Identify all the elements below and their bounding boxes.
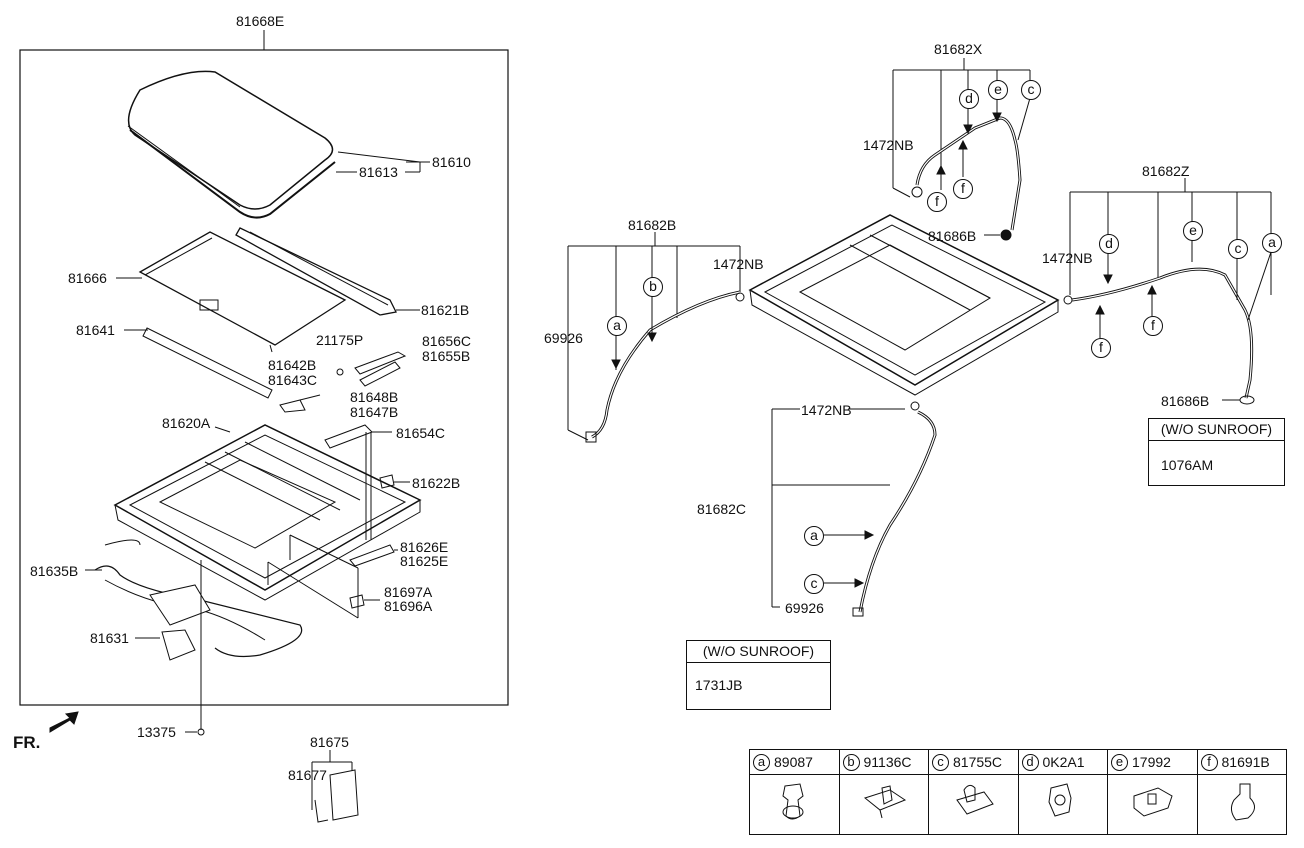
callout-b: b — [643, 277, 663, 297]
label-81631: 81631 — [90, 630, 129, 646]
callout-f: f — [953, 179, 973, 199]
legend-letter: f — [1200, 753, 1218, 771]
trim-strip — [142, 327, 273, 399]
label-81625E: 81625E — [400, 553, 449, 569]
legend-part-number: 91136C — [863, 754, 912, 770]
callout-e: e — [988, 80, 1008, 100]
label-69926-bottom: 69926 — [785, 600, 824, 616]
label-81643C: 81643C — [268, 372, 318, 388]
label-81675: 81675 — [310, 734, 349, 750]
label-81682X: 81682X — [934, 41, 983, 57]
roof-panel — [748, 214, 1060, 396]
sunshade — [138, 231, 347, 353]
label-69926-left: 69926 — [544, 330, 583, 346]
legend-part-number: 17992 — [1132, 754, 1171, 770]
label-1472NB-left: 1472NB — [713, 256, 764, 272]
label-81682B: 81682B — [628, 217, 677, 233]
label-81610: 81610 — [432, 154, 471, 170]
callout-c: c — [804, 574, 824, 594]
label-81668E: 81668E — [236, 13, 285, 29]
callout-f: f — [927, 192, 947, 212]
wo-sunroof-box-left: (W/O SUNROOF) 1731JB — [686, 640, 831, 710]
label-81666: 81666 — [68, 270, 107, 286]
front-direction-label: FR. — [13, 733, 41, 752]
label-81686B-right: 81686B — [1161, 393, 1210, 409]
wo-sunroof-title: (W/O SUNROOF) — [1160, 421, 1273, 437]
callout-d: d — [959, 89, 979, 109]
clip-b-icon — [863, 785, 906, 819]
label-1472NB-mid: 1472NB — [801, 402, 852, 418]
label-81613: 81613 — [359, 164, 398, 180]
label-81635B: 81635B — [30, 563, 79, 579]
callout-a: a — [1262, 233, 1282, 253]
legend-letter: d — [1021, 753, 1039, 771]
label-81621B: 81621B — [421, 302, 470, 318]
clip-a-icon — [782, 783, 804, 820]
legend-part-number: 81691B — [1221, 754, 1270, 770]
wo-sunroof-code: 1731JB — [695, 677, 743, 693]
clip-e-icon — [1133, 787, 1173, 817]
callout-f: f — [1143, 316, 1163, 336]
wo-sunroof-title: (W/O SUNROOF) — [702, 643, 815, 659]
label-81641: 81641 — [76, 322, 115, 338]
label-81647B: 81647B — [350, 404, 399, 420]
label-1472NB-top: 1472NB — [863, 137, 914, 153]
label-81626E: 81626E — [400, 539, 449, 555]
sunroof-frame — [113, 424, 422, 601]
glass-panel — [127, 70, 336, 219]
label-81655B: 81655B — [422, 348, 471, 364]
label-81654C: 81654C — [396, 425, 446, 441]
label-81697A: 81697A — [384, 584, 433, 600]
clip-c-icon — [956, 784, 994, 815]
wo-sunroof-code: 1076AM — [1161, 457, 1214, 473]
callout-a: a — [804, 526, 824, 546]
callout-f: f — [1091, 338, 1111, 358]
legend-part-number: 89087 — [774, 754, 813, 770]
callout-c: c — [1021, 80, 1041, 100]
label-81696A: 81696A — [384, 598, 433, 614]
legend-letter: b — [842, 753, 860, 771]
callout-a: a — [607, 316, 627, 336]
label-81620A: 81620A — [162, 415, 211, 431]
wo-sunroof-box-right: (W/O SUNROOF) 1076AM — [1148, 418, 1285, 486]
legend-letter: e — [1111, 753, 1128, 771]
legend-part-number: 81755C — [953, 754, 1003, 770]
label-81622B: 81622B — [412, 475, 461, 491]
label-13375: 13375 — [137, 724, 176, 740]
clip-f-icon — [1230, 783, 1255, 821]
label-21175P: 21175P — [316, 332, 364, 348]
legend-letter: c — [932, 753, 949, 771]
label-81677: 81677 — [288, 767, 327, 783]
callout-e: e — [1183, 221, 1203, 241]
clip-d-icon — [1047, 783, 1072, 817]
label-81648B: 81648B — [350, 389, 399, 405]
label-81656C: 81656C — [422, 333, 472, 349]
legend-letter: a — [753, 753, 770, 771]
label-1472NB-right: 1472NB — [1042, 250, 1093, 266]
deflector — [235, 227, 397, 316]
label-81642B: 81642B — [268, 357, 317, 373]
label-81686B-top: 81686B — [928, 228, 977, 244]
callout-c: c — [1228, 239, 1248, 259]
callout-d: d — [1099, 234, 1119, 254]
legend-part-number: 0K2A1 — [1042, 754, 1085, 770]
label-81682Z: 81682Z — [1142, 163, 1190, 179]
label-81682C: 81682C — [697, 501, 747, 517]
